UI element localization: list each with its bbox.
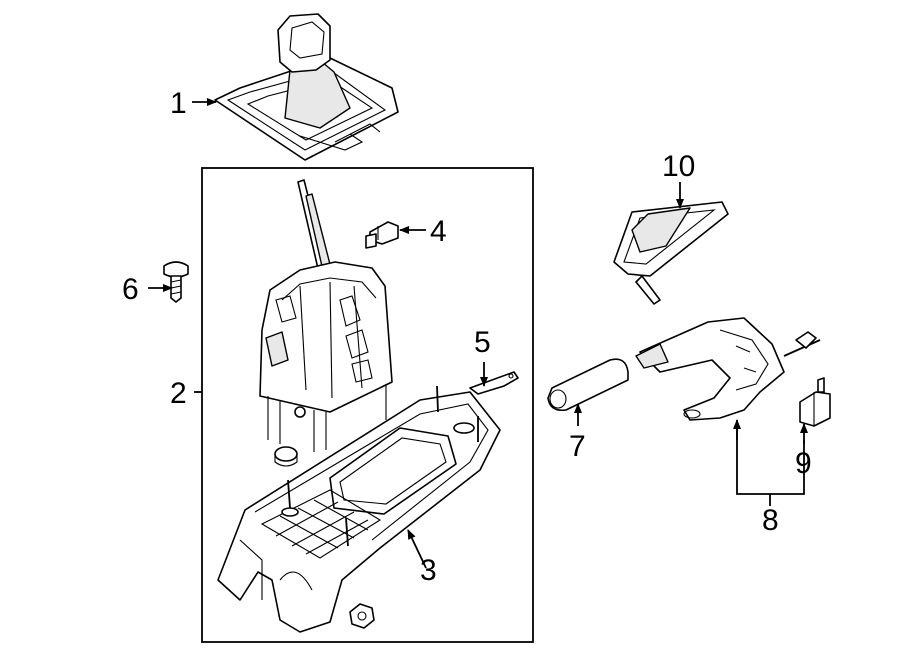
callout-2: 2 xyxy=(170,377,187,410)
part-2-shifter xyxy=(259,179,393,467)
part-1-shift-boot xyxy=(214,13,399,161)
callout-6: 6 xyxy=(122,273,139,306)
part-9-switch xyxy=(799,377,831,427)
callout-4: 4 xyxy=(430,215,447,248)
part-10-handle-cover xyxy=(613,201,729,305)
leader-8 xyxy=(736,422,805,495)
callout-10: 10 xyxy=(662,150,695,183)
part-6-bolt xyxy=(163,261,189,303)
callout-1: 1 xyxy=(170,87,187,120)
part-4-clip xyxy=(365,221,399,249)
part-8-brake-lever xyxy=(635,317,821,421)
part-7-handle-grip xyxy=(547,358,629,412)
callout-3: 3 xyxy=(420,554,437,587)
callout-5: 5 xyxy=(474,326,491,359)
leader-3 xyxy=(407,529,427,569)
part-3-console-base xyxy=(217,385,501,633)
part-5-bracket xyxy=(469,371,519,395)
leader-lines xyxy=(148,98,808,569)
callout-9: 9 xyxy=(795,447,812,480)
callouts: 1 2 3 4 5 6 7 8 9 10 xyxy=(122,87,812,587)
callout-7: 7 xyxy=(569,430,586,463)
assembly-2-frame xyxy=(201,167,534,643)
callout-8: 8 xyxy=(762,504,779,537)
